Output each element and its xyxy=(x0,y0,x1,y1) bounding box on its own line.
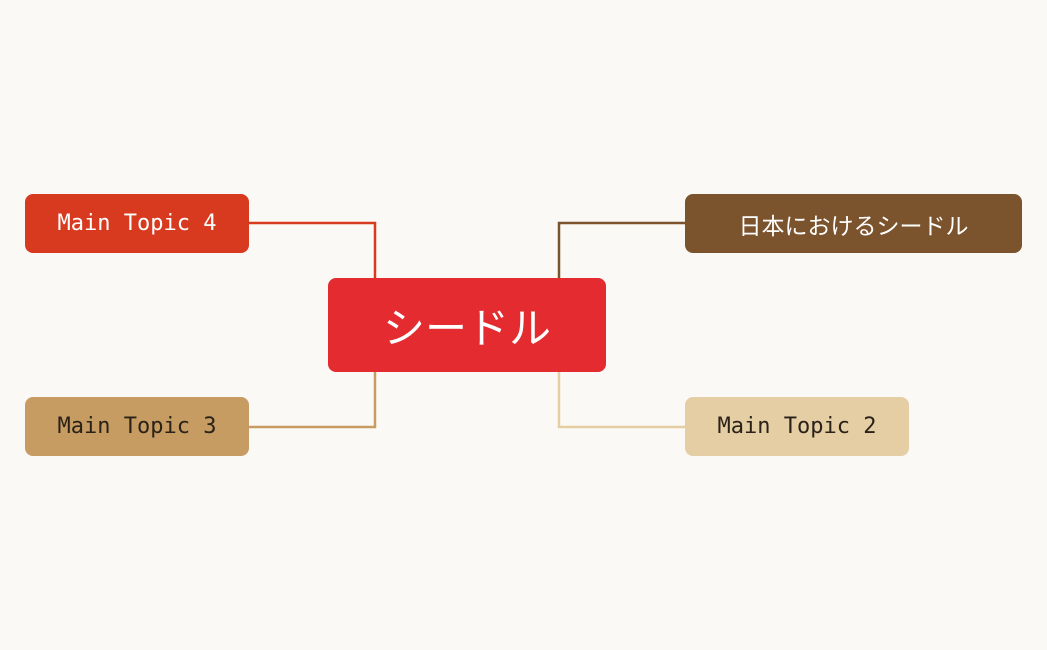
connector-topic3 xyxy=(249,372,377,429)
topic-main-topic-4-label: Main Topic 4 xyxy=(57,211,217,236)
connector-topic4 xyxy=(249,221,377,278)
connector-japan xyxy=(557,221,685,278)
connector-topic2 xyxy=(557,372,685,429)
topic-main-topic-2-label: Main Topic 2 xyxy=(717,414,877,439)
topic-main-topic-3-label: Main Topic 3 xyxy=(57,414,217,439)
central-topic-label: シードル xyxy=(382,303,551,353)
topic-main-topic-3[interactable]: Main Topic 3 xyxy=(25,397,249,456)
topic-japan-cider-label: 日本におけるシードル xyxy=(738,213,969,240)
topic-main-topic-4[interactable]: Main Topic 4 xyxy=(25,194,249,253)
topic-japan-cider[interactable]: 日本におけるシードル xyxy=(685,194,1022,253)
central-topic[interactable]: シードル xyxy=(328,278,606,372)
topic-main-topic-2[interactable]: Main Topic 2 xyxy=(685,397,909,456)
